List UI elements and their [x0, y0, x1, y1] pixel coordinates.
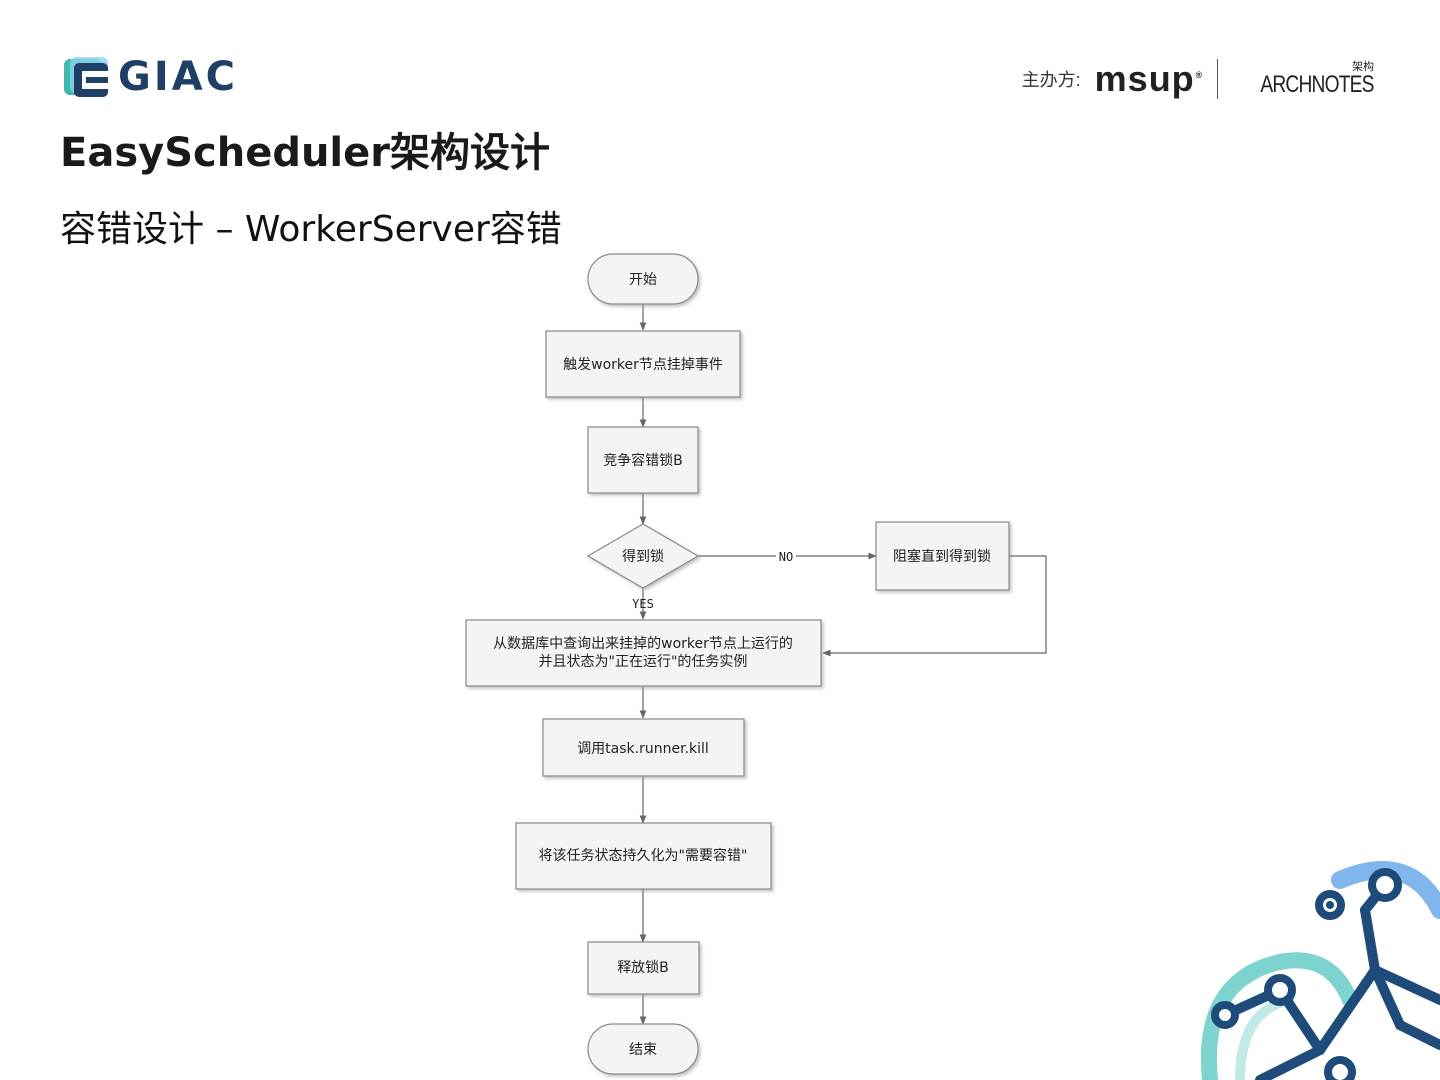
node-compete [587, 426, 699, 494]
node-release [587, 941, 700, 995]
node-trigger [545, 330, 741, 398]
archnotes-cn: 架构 [1352, 60, 1374, 73]
node-start-label: 开始 [629, 272, 657, 288]
node-compete-label: 竞争容错锁B [603, 452, 683, 469]
sponsor-block: 主办方: msup® 架构 ARCHNOTES [1021, 58, 1375, 100]
node-kill-label: 调用task.runner.kill [577, 741, 709, 757]
flowchart-nodes [465, 253, 1010, 1075]
node-trigger-label: 触发worker节点挂掉事件 [563, 357, 723, 373]
archnotes-logo: 架构 ARCHNOTES [1232, 60, 1375, 98]
node-end-label: 结束 [629, 1042, 657, 1058]
archnotes-text: ARCHNOTES [1260, 70, 1375, 98]
edge-label-no: NO [779, 550, 793, 564]
node-query-label-line2: 并且状态为"正在运行"的任务实例 [539, 654, 748, 670]
decorative-molecule-graphic [1200, 861, 1440, 1080]
node-block-label: 阻塞直到得到锁 [893, 548, 991, 565]
node-decision [586, 523, 700, 589]
node-block [875, 521, 1010, 591]
logo-text: GIAC [118, 54, 239, 100]
sponsor-divider [1217, 59, 1219, 99]
node-persist-label: 将该任务状态持久化为"需要容错" [539, 847, 748, 864]
sponsor-label: 主办方: [1021, 70, 1081, 90]
msup-logo: msup® [1094, 58, 1204, 99]
node-decision-label: 得到锁 [622, 548, 664, 565]
giac-logo-icon [64, 57, 108, 97]
node-query [465, 619, 822, 687]
page-title: EasyScheduler架构设计 [60, 130, 550, 176]
node-end [587, 1023, 699, 1075]
edge-block-query [822, 555, 1047, 657]
page-subtitle: 容错设计 – WorkerServer容错 [60, 209, 562, 250]
giac-logo: GIAC [62, 54, 238, 100]
node-kill [542, 718, 745, 777]
msup-text: msup [1094, 58, 1195, 99]
edge-label-yes: YES [632, 597, 654, 611]
node-start [587, 253, 699, 305]
node-query-label-line1: 从数据库中查询出来挂掉的worker节点上运行的 [493, 636, 793, 652]
node-persist [515, 822, 772, 890]
node-release-label: 释放锁B [617, 960, 669, 976]
